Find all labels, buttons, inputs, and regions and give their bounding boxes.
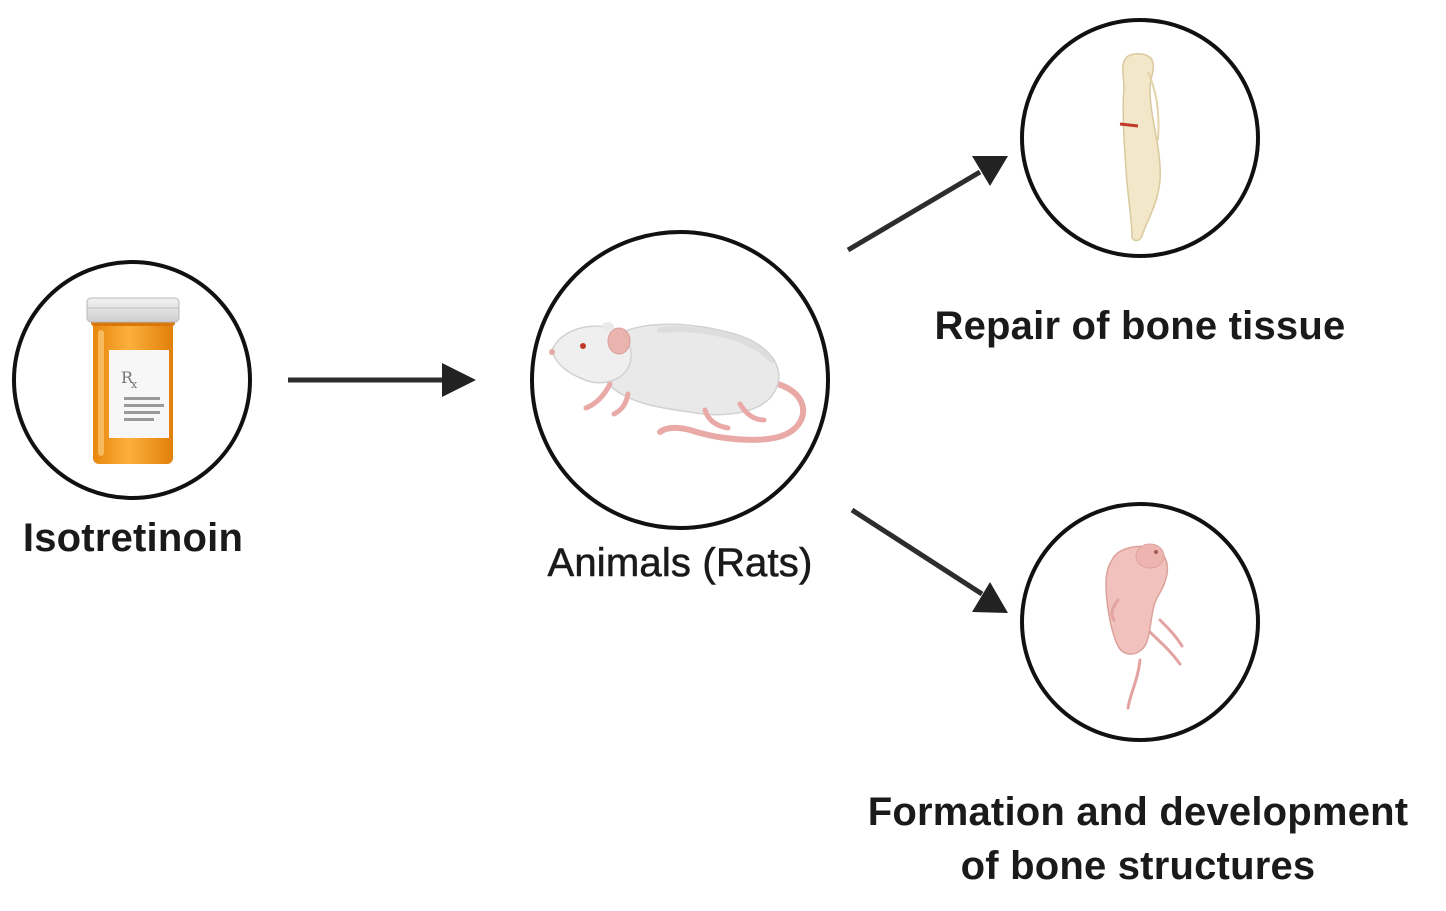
label-formation: Formation and development of bone struct… bbox=[830, 785, 1446, 893]
rat-pup-icon bbox=[1105, 543, 1184, 710]
edge-animals-to-repair bbox=[846, 156, 1008, 253]
label-animals: Animals (Rats) bbox=[547, 541, 813, 586]
svg-text:x: x bbox=[131, 378, 138, 391]
edge-drug-to-animals bbox=[288, 363, 476, 397]
node-animals bbox=[530, 230, 830, 530]
node-formation bbox=[1020, 502, 1260, 742]
broken-bone-icon bbox=[1119, 53, 1161, 242]
label-formation-line2: of bone structures bbox=[960, 844, 1316, 888]
label-repair: Repair of bone tissue bbox=[934, 304, 1346, 348]
label-formation-line1: Formation and development bbox=[867, 790, 1409, 834]
edge-animals-to-formation bbox=[850, 507, 1008, 613]
label-isotretinoin: Isotretinoin bbox=[22, 516, 244, 560]
node-isotretinoin: R x bbox=[12, 260, 252, 500]
pill-bottle-icon: R x bbox=[86, 297, 180, 464]
node-repair bbox=[1020, 18, 1260, 258]
rat-icon bbox=[549, 322, 807, 443]
svg-text:R: R bbox=[121, 368, 134, 387]
